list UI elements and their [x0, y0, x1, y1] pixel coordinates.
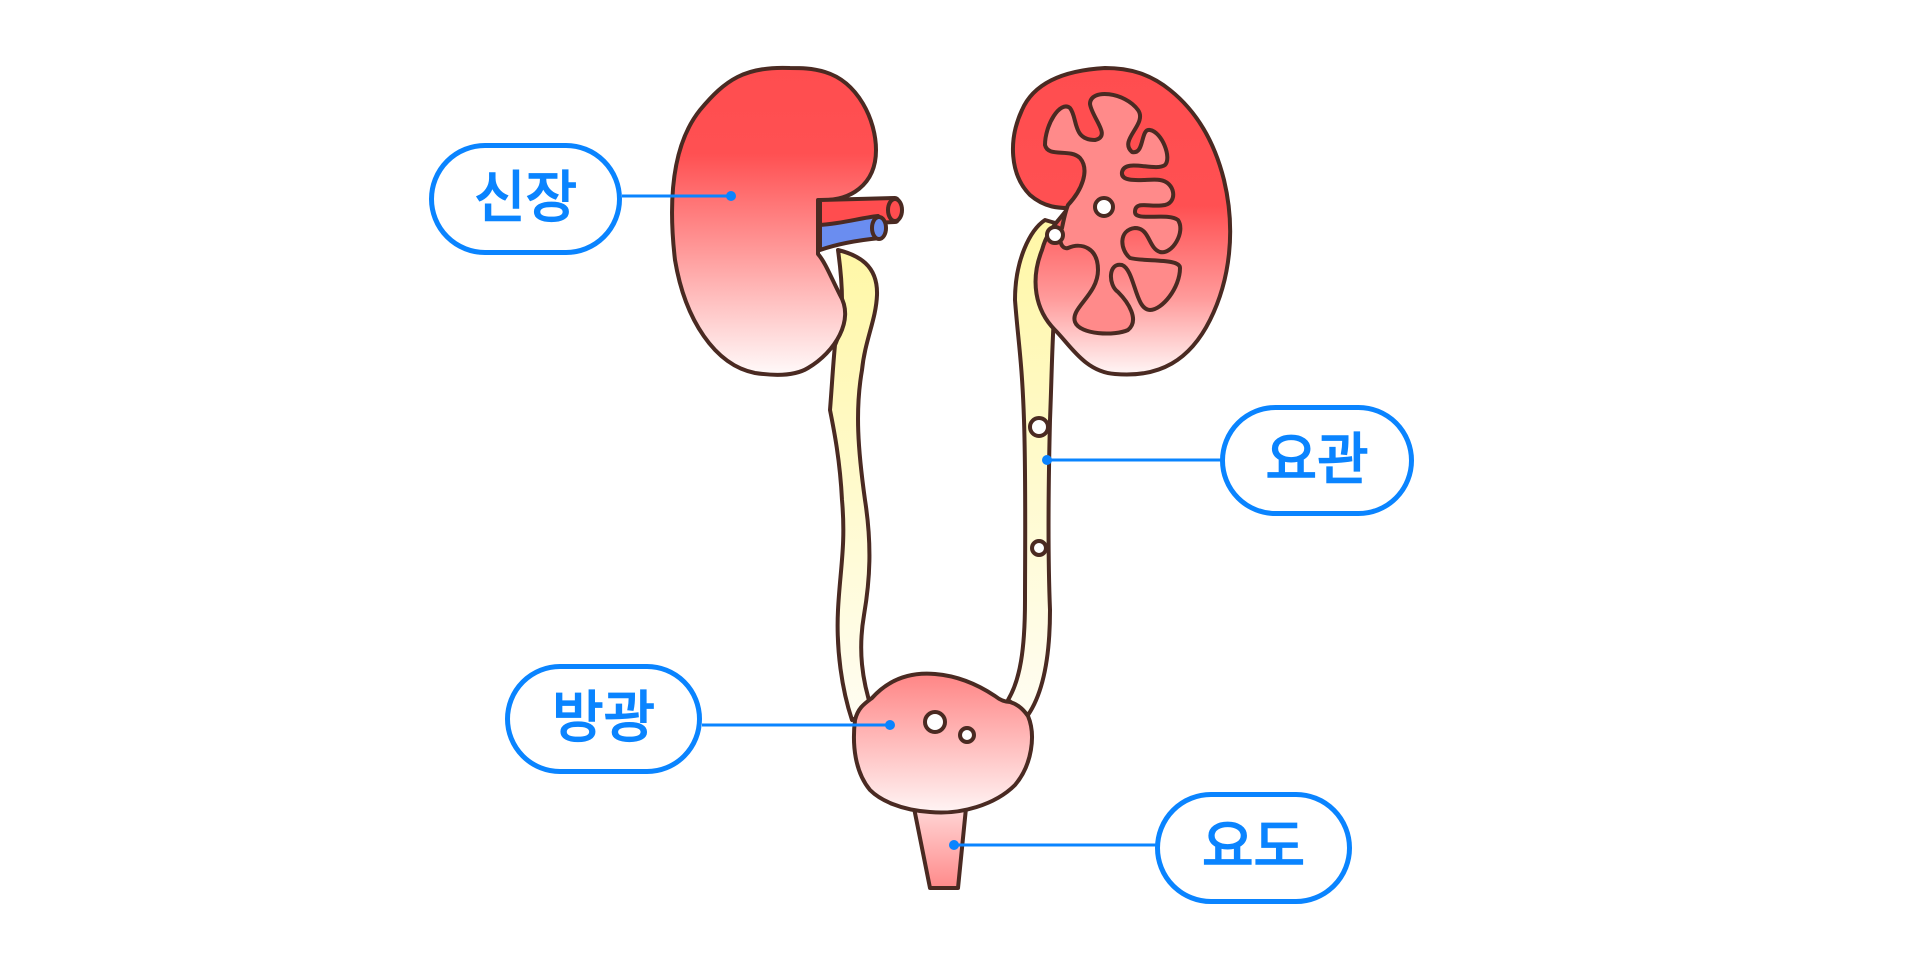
bladder-stone [923, 710, 947, 734]
renal-artery-end [886, 197, 904, 223]
left-kidney [670, 65, 878, 377]
bladder-stone [958, 726, 976, 744]
label-urethra-text: 요도 [1201, 815, 1306, 880]
kidney-stone [1045, 225, 1065, 245]
ureter-stone [1030, 539, 1048, 557]
kidney-stone [1093, 196, 1115, 218]
label-bladder-text: 방광 [551, 686, 656, 751]
label-bladder: 방광 [505, 664, 702, 774]
label-kidney: 신장 [429, 143, 622, 255]
label-ureter: 요관 [1220, 405, 1414, 516]
bladder-leader [702, 720, 895, 730]
bladder [851, 671, 1034, 815]
kidney-leader [622, 191, 736, 201]
renal-vein-end [870, 215, 888, 241]
label-ureter-text: 요관 [1265, 427, 1369, 493]
ureter-stone [1028, 416, 1050, 438]
label-kidney-text: 신장 [473, 166, 578, 231]
urethra-leader [949, 840, 1157, 850]
label-urethra: 요도 [1155, 792, 1352, 904]
urethra [912, 806, 968, 890]
ureter-leader [1042, 455, 1222, 465]
